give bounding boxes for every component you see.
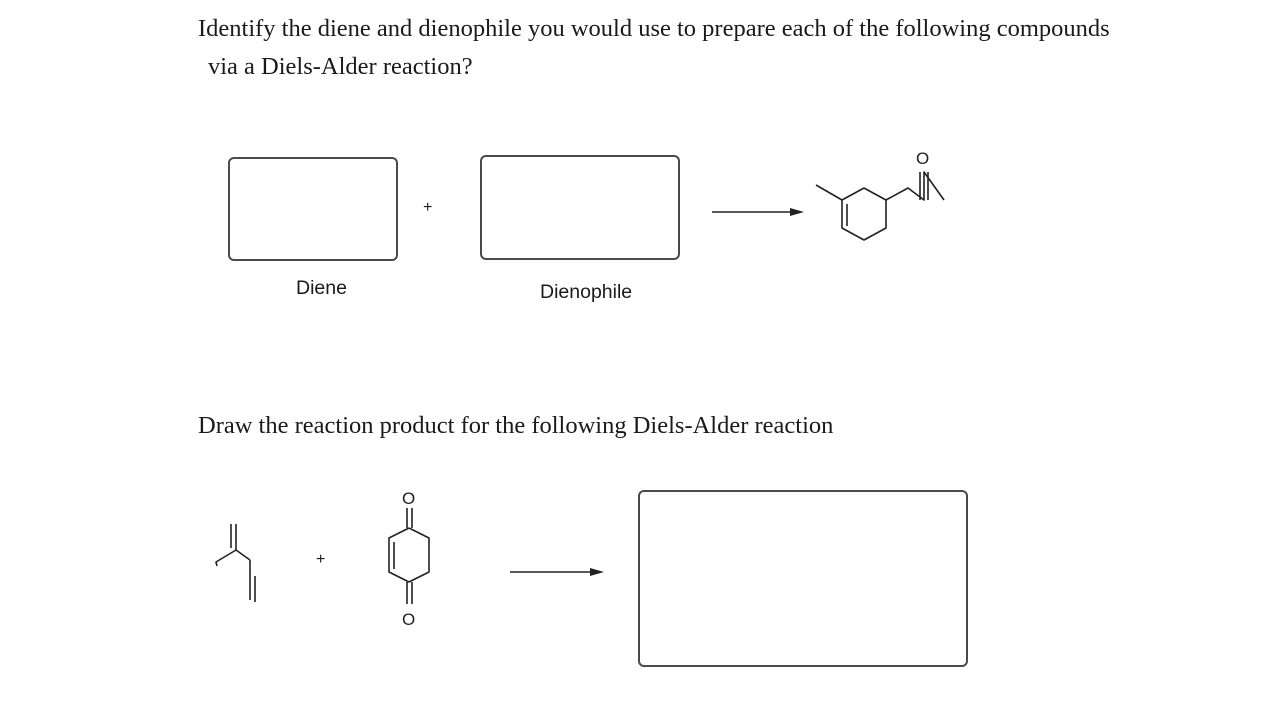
diene-answer-box[interactable]	[228, 157, 398, 261]
dienophile-label: Dienophile	[540, 281, 633, 303]
product-answer-box[interactable]	[638, 490, 968, 667]
reaction-arrow-2	[510, 568, 604, 576]
product-oxygen-label: O	[916, 149, 929, 168]
question-2: Draw the reaction product for the follow…	[198, 412, 834, 439]
dienophile-answer-box[interactable]	[480, 155, 680, 260]
diene-label: Diene	[296, 277, 347, 299]
quinone-oxygen-bottom: O	[402, 610, 415, 629]
diene-molecule-structure	[215, 524, 256, 602]
question-1: Identify the diene and dienophile you wo…	[198, 10, 1158, 86]
quinone-molecule-structure: O O	[388, 489, 430, 629]
quinone-oxygen-top: O	[402, 489, 415, 508]
question-1-line-2: via a Diels-Alder reaction?	[208, 53, 473, 80]
reaction-arrow-1	[712, 208, 804, 216]
plus-sign-2: +	[316, 551, 326, 568]
product-molecule-structure: O	[815, 149, 945, 241]
question-1-line-1: Identify the diene and dienophile you wo…	[198, 15, 1110, 42]
plus-sign-1: +	[423, 199, 433, 216]
